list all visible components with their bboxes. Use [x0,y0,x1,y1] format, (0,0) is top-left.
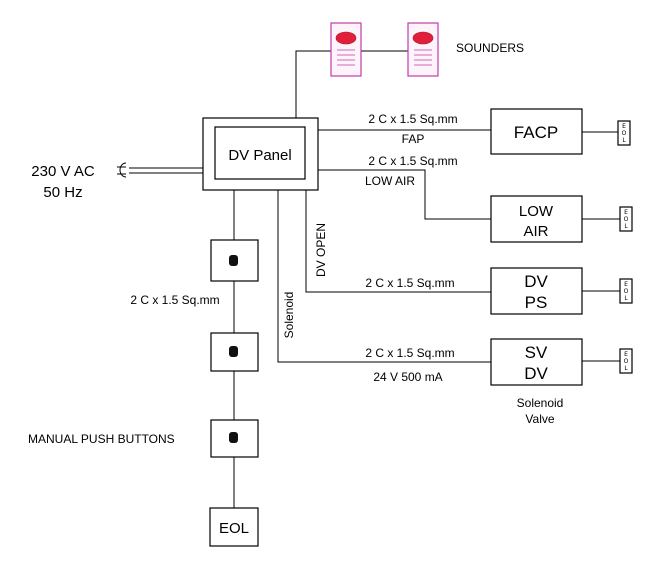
solenoid-valve-line1: Solenoid [517,396,564,410]
svg-text:O: O [624,358,629,365]
eol-tag-facp: E O L [617,120,631,146]
power-frequency: 50 Hz [43,184,82,201]
svg-text:O: O [622,130,627,137]
cable-low-air: 2 C x 1.5 Sq.mm [368,154,457,168]
sounder-1 [330,22,362,77]
mpb-eol-box [209,507,259,547]
facp-label: FACP [514,123,558,142]
cable-sv: 2 C x 1.5 Sq.mm [365,346,454,360]
push-button-3 [210,419,259,458]
wire-sv-dv [277,190,491,363]
low-air-box [490,195,583,243]
power-plug-icon [117,162,127,178]
eol-tag-sv-dv: E O L [619,348,633,374]
svg-text:L: L [622,137,626,144]
dv-panel [202,117,319,191]
push-button-2 [210,332,259,372]
wire-sounders [295,50,408,118]
cable-low-air-sub: LOW AIR [365,174,415,188]
sounders-label: SOUNDERS [456,41,524,55]
wire-low-air [318,169,491,220]
low-air-line1: LOW [519,203,554,220]
cable-facp-sub: FAP [402,132,425,146]
dv-open-label: DV OPEN [314,223,328,277]
cable-mpb: 2 C x 1.5 Sq.mm [130,293,219,307]
wiring [129,50,620,508]
mpb-eol-label: EOL [219,520,249,537]
cable-facp: 2 C x 1.5 Sq.mm [368,112,457,126]
wire-power [129,167,203,174]
svg-text:L: L [624,365,628,372]
dv-ps-line1: DV [524,272,548,291]
sounder-2 [407,22,439,77]
svg-text:E: E [624,351,628,358]
svg-text:E: E [624,281,628,288]
power-voltage: 230 V AC [31,163,95,180]
eol-tag-dv-ps: E O L [619,278,633,304]
svg-text:E: E [622,123,626,130]
solenoid-valve-line2: Valve [525,412,554,426]
sv-dv-line1: SV [525,343,548,362]
push-button-1 [210,239,259,282]
svg-text:E: E [624,209,628,216]
sv-dv-line2: DV [524,364,548,383]
eol-tag-low-air: E O L [619,206,633,232]
dv-ps-line2: PS [525,293,548,312]
dv-panel-label: DV Panel [228,147,291,164]
svg-text:O: O [624,288,629,295]
facp-box [490,108,583,155]
wire-dv-ps [305,190,491,293]
cable-dv-ps: 2 C x 1.5 Sq.mm [365,276,454,290]
low-air-line2: AIR [523,223,548,240]
svg-text:L: L [624,295,628,302]
solenoid-label: Solenoid [282,292,296,339]
svg-text:O: O [624,216,629,223]
manual-push-buttons-label: MANUAL PUSH BUTTONS [28,432,175,446]
dv-ps-box [490,267,583,315]
cable-sv-sub: 24 V 500 mA [373,370,442,384]
sv-dv-box [490,338,583,386]
svg-text:L: L [624,223,628,230]
